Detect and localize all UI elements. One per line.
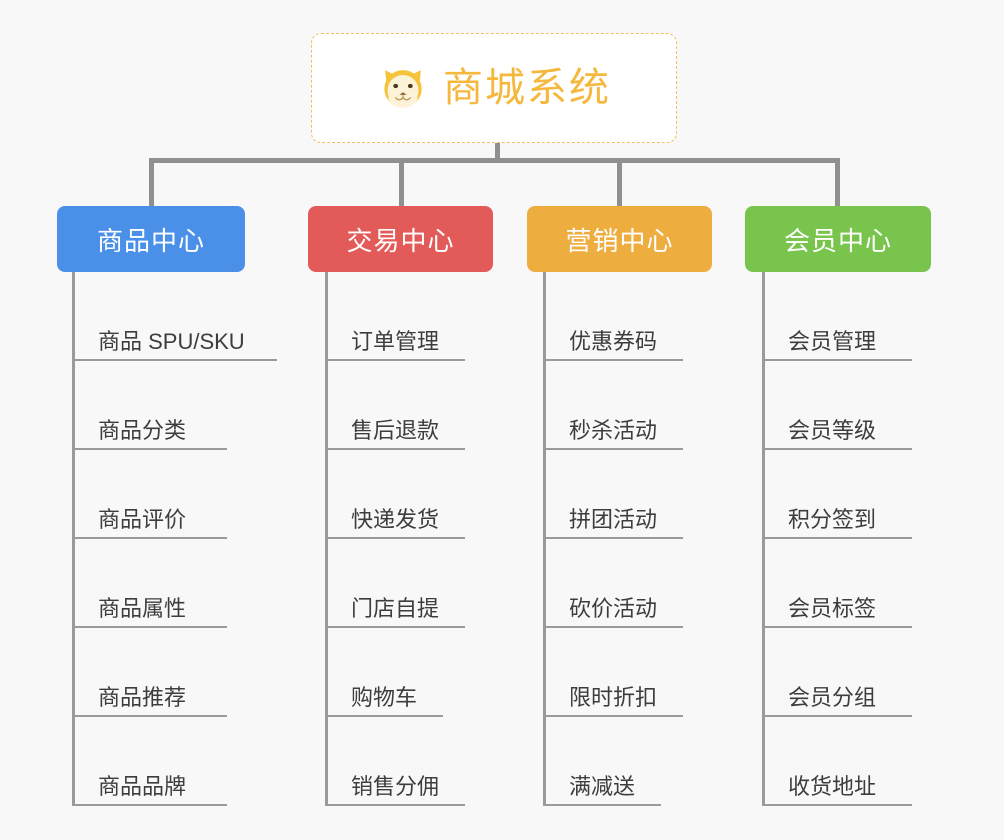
leaf-spine	[543, 272, 546, 806]
leaf-spine	[72, 272, 75, 806]
root-node[interactable]: 商城系统	[311, 33, 677, 143]
leaf-label: 门店自提	[351, 595, 440, 621]
list-item[interactable]: 订单管理	[325, 272, 465, 361]
leaf-label: 积分签到	[788, 506, 877, 532]
leaf-label: 会员标签	[788, 595, 877, 621]
branch-label: 会员中心	[783, 225, 892, 256]
connector-drop-4	[835, 158, 840, 208]
list-item[interactable]: 优惠券码	[543, 272, 683, 361]
leaf-label: 售后退款	[351, 417, 440, 443]
branch-label: 营销中心	[565, 225, 674, 256]
leaf-label: 商品推荐	[98, 684, 187, 710]
list-item[interactable]: 收货地址	[762, 717, 912, 806]
list-item[interactable]: 秒杀活动	[543, 361, 683, 450]
leaf-label: 商品属性	[98, 595, 187, 621]
list-item[interactable]: 快递发货	[325, 450, 465, 539]
list-item[interactable]: 售后退款	[325, 361, 465, 450]
dog-face-icon	[377, 62, 429, 114]
leaf-label: 订单管理	[351, 328, 440, 354]
list-item[interactable]: 满减送	[543, 717, 661, 806]
root-title: 商城系统	[443, 66, 611, 110]
list-item[interactable]: 门店自提	[325, 539, 465, 628]
leaf-spine	[325, 272, 328, 806]
branch-header-trade[interactable]: 交易中心	[308, 206, 493, 272]
connector-drop-2	[399, 158, 404, 208]
list-item[interactable]: 限时折扣	[543, 628, 683, 717]
branch-label: 商品中心	[96, 225, 205, 256]
list-item[interactable]: 商品推荐	[72, 628, 227, 717]
leaf-label: 购物车	[351, 684, 418, 710]
connector-horizontal-bus	[150, 158, 840, 163]
leaf-label: 会员分组	[788, 684, 877, 710]
leaf-label: 砍价活动	[569, 595, 658, 621]
branch-label: 交易中心	[346, 225, 455, 256]
list-item[interactable]: 会员分组	[762, 628, 912, 717]
branch-header-product[interactable]: 商品中心	[57, 206, 245, 272]
list-item[interactable]: 商品 SPU/SKU	[72, 272, 277, 361]
leaf-spine	[762, 272, 765, 806]
leaf-label: 收货地址	[788, 773, 877, 799]
leaf-label: 快递发货	[351, 506, 440, 532]
list-item[interactable]: 购物车	[325, 628, 443, 717]
connector-root-stem	[495, 143, 500, 161]
leaf-label: 限时折扣	[569, 684, 658, 710]
leaf-label: 销售分佣	[351, 773, 440, 799]
leaf-label: 优惠券码	[569, 328, 658, 354]
list-item[interactable]: 商品属性	[72, 539, 227, 628]
leaf-label: 商品品牌	[98, 773, 187, 799]
leaf-label: 商品 SPU/SKU	[98, 328, 245, 354]
branch-header-member[interactable]: 会员中心	[745, 206, 931, 272]
list-item[interactable]: 会员管理	[762, 272, 912, 361]
list-item[interactable]: 商品分类	[72, 361, 227, 450]
list-item[interactable]: 商品品牌	[72, 717, 227, 806]
connector-drop-3	[617, 158, 622, 208]
list-item[interactable]: 会员等级	[762, 361, 912, 450]
list-item[interactable]: 砍价活动	[543, 539, 683, 628]
leaf-label: 拼团活动	[569, 506, 658, 532]
list-item[interactable]: 会员标签	[762, 539, 912, 628]
leaf-label: 商品评价	[98, 506, 187, 532]
leaf-label: 会员管理	[788, 328, 877, 354]
leaf-label: 商品分类	[98, 417, 187, 443]
leaf-label: 会员等级	[788, 417, 877, 443]
leaf-label: 满减送	[569, 773, 636, 799]
connector-drop-1	[149, 158, 154, 208]
list-item[interactable]: 销售分佣	[325, 717, 465, 806]
leaf-label: 秒杀活动	[569, 417, 658, 443]
list-item[interactable]: 商品评价	[72, 450, 227, 539]
list-item[interactable]: 拼团活动	[543, 450, 683, 539]
branch-header-marketing[interactable]: 营销中心	[527, 206, 712, 272]
list-item[interactable]: 积分签到	[762, 450, 912, 539]
